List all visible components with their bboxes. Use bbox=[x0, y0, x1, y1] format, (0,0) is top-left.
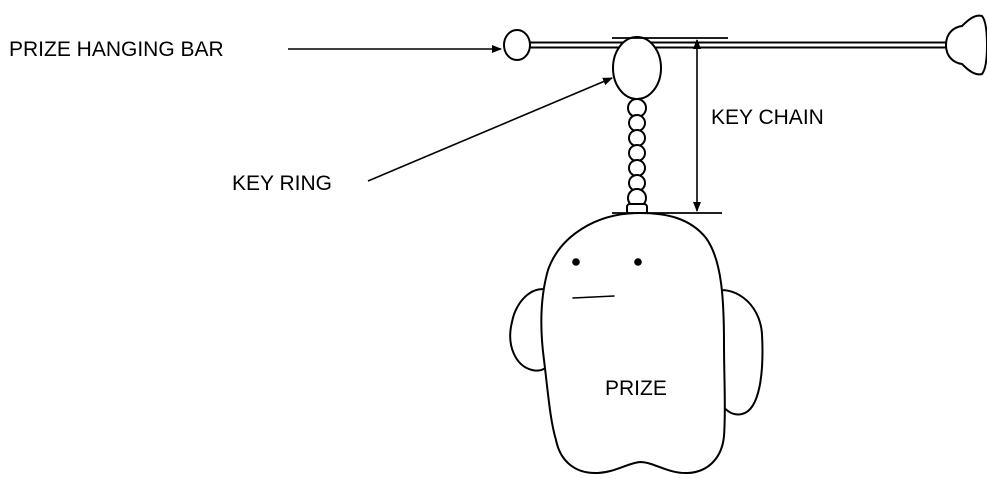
key-chain-label: KEY CHAIN bbox=[711, 106, 824, 129]
prize-left-eye bbox=[572, 258, 580, 266]
key-chain-dimension bbox=[612, 37, 728, 214]
prize-body bbox=[540, 212, 726, 475]
key-ring-arrow bbox=[367, 77, 613, 182]
chain-link bbox=[628, 144, 646, 162]
prize-right-eye bbox=[634, 258, 642, 266]
prize-character bbox=[509, 212, 764, 475]
bar-rod bbox=[527, 41, 947, 49]
chain-link bbox=[628, 114, 646, 132]
bar-left-cap bbox=[503, 29, 531, 61]
prize-mouth bbox=[572, 295, 615, 299]
bar-right-cap bbox=[945, 14, 987, 76]
prize-label: PRIZE bbox=[605, 377, 667, 400]
key-ring-label: KEY RING bbox=[232, 172, 332, 195]
key-chain bbox=[612, 36, 662, 215]
chain-link bbox=[628, 129, 646, 147]
prize-hanging-bar-label: PRIZE HANGING BAR bbox=[9, 38, 224, 61]
key-ring-loop bbox=[612, 36, 662, 100]
prize-hanging-bar bbox=[503, 14, 987, 76]
chain-link bbox=[628, 159, 646, 177]
